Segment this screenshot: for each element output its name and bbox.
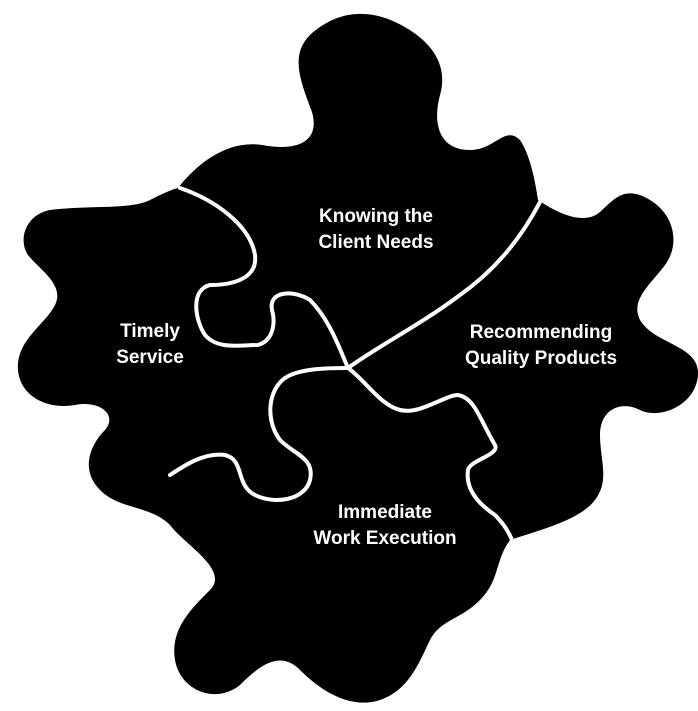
bottom-piece-label-line1: Immediate: [338, 502, 432, 523]
seam-top-right: [346, 200, 542, 370]
seam-left-bottom: [168, 366, 350, 502]
bottom-piece-label-line2: Work Execution: [313, 528, 456, 549]
seam-right-bottom: [346, 366, 514, 542]
top-piece-label-line2: Client Needs: [318, 232, 433, 253]
seam-top-left: [178, 186, 350, 370]
puzzle-silhouette: [17, 13, 698, 703]
right-piece-label-line1: Recommending: [470, 322, 613, 343]
left-piece-label-line2: Service: [116, 347, 184, 368]
right-piece-label-line2: Quality Products: [465, 348, 617, 369]
left-piece-label-line1: Timely: [120, 321, 180, 342]
top-piece-label-line1: Knowing the: [319, 206, 433, 227]
